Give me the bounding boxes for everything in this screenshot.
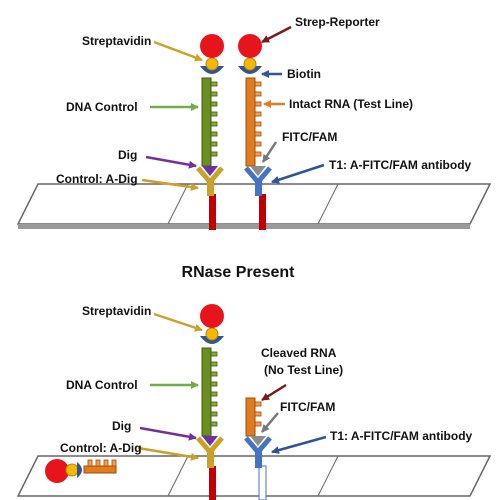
control-line-bottom: [209, 466, 216, 500]
streptavidin-circle: [205, 327, 219, 341]
streptavidin-circle: [205, 57, 219, 71]
panel-title-rnase-present: RNase Present: [182, 264, 296, 281]
test-strip-top: [16, 183, 492, 230]
label-dig: Dig: [112, 419, 131, 433]
label-cleaved-rna: Cleaved RNA: [261, 346, 337, 360]
dig-triangle: [202, 436, 218, 446]
test-line-top: [259, 194, 266, 230]
test-complex-bottom: [244, 397, 272, 468]
label-dna-control: DNA Control: [66, 378, 138, 392]
free-reporter-fragment: [45, 459, 117, 483]
test-complex-top: [238, 34, 272, 196]
label-streptavidin: Streptavidin: [82, 304, 151, 318]
dig-triangle: [202, 166, 218, 176]
label-no-test-line: (No Test Line): [264, 363, 343, 377]
label-fitc-fam: FITC/FAM: [280, 400, 335, 414]
control-complex-bottom: [196, 304, 224, 468]
reporter-circle: [200, 34, 224, 58]
label-t1-antibody: T1: A-FITC/FAM antibody: [329, 158, 472, 172]
arrows-top: [141, 25, 325, 191]
label-dig: Dig: [118, 148, 137, 162]
test-strip-bottom: [16, 455, 492, 500]
label-dna-control: DNA Control: [66, 100, 138, 114]
label-control-adig: Control: A-Dig: [56, 172, 138, 186]
streptavidin-circle: [243, 57, 257, 71]
reporter-circle: [238, 34, 262, 58]
label-t1-antibody: T1: A-FITC/FAM antibody: [330, 429, 473, 443]
control-complex-top: [196, 34, 224, 196]
arrows-bottom: [137, 312, 327, 461]
reporter-circle: [200, 304, 224, 328]
top-panel: Streptavidin Strep-Reporter Biotin DNA C…: [16, 15, 492, 230]
label-control-adig: Control: A-Dig: [60, 441, 142, 455]
label-biotin: Biotin: [287, 67, 321, 81]
label-intact-rna: Intact RNA (Test Line): [289, 97, 413, 111]
fitc-triangle: [250, 166, 266, 176]
control-line-top: [209, 194, 216, 230]
label-strep-reporter: Strep-Reporter: [295, 15, 380, 29]
fitc-triangle: [250, 436, 266, 446]
test-line-bottom-empty: [258, 465, 267, 500]
label-fitc-fam: FITC/FAM: [282, 130, 337, 144]
bottom-panel: Streptavidin Cleaved RNA (No Test Line) …: [16, 304, 492, 500]
label-streptavidin: Streptavidin: [82, 34, 151, 48]
